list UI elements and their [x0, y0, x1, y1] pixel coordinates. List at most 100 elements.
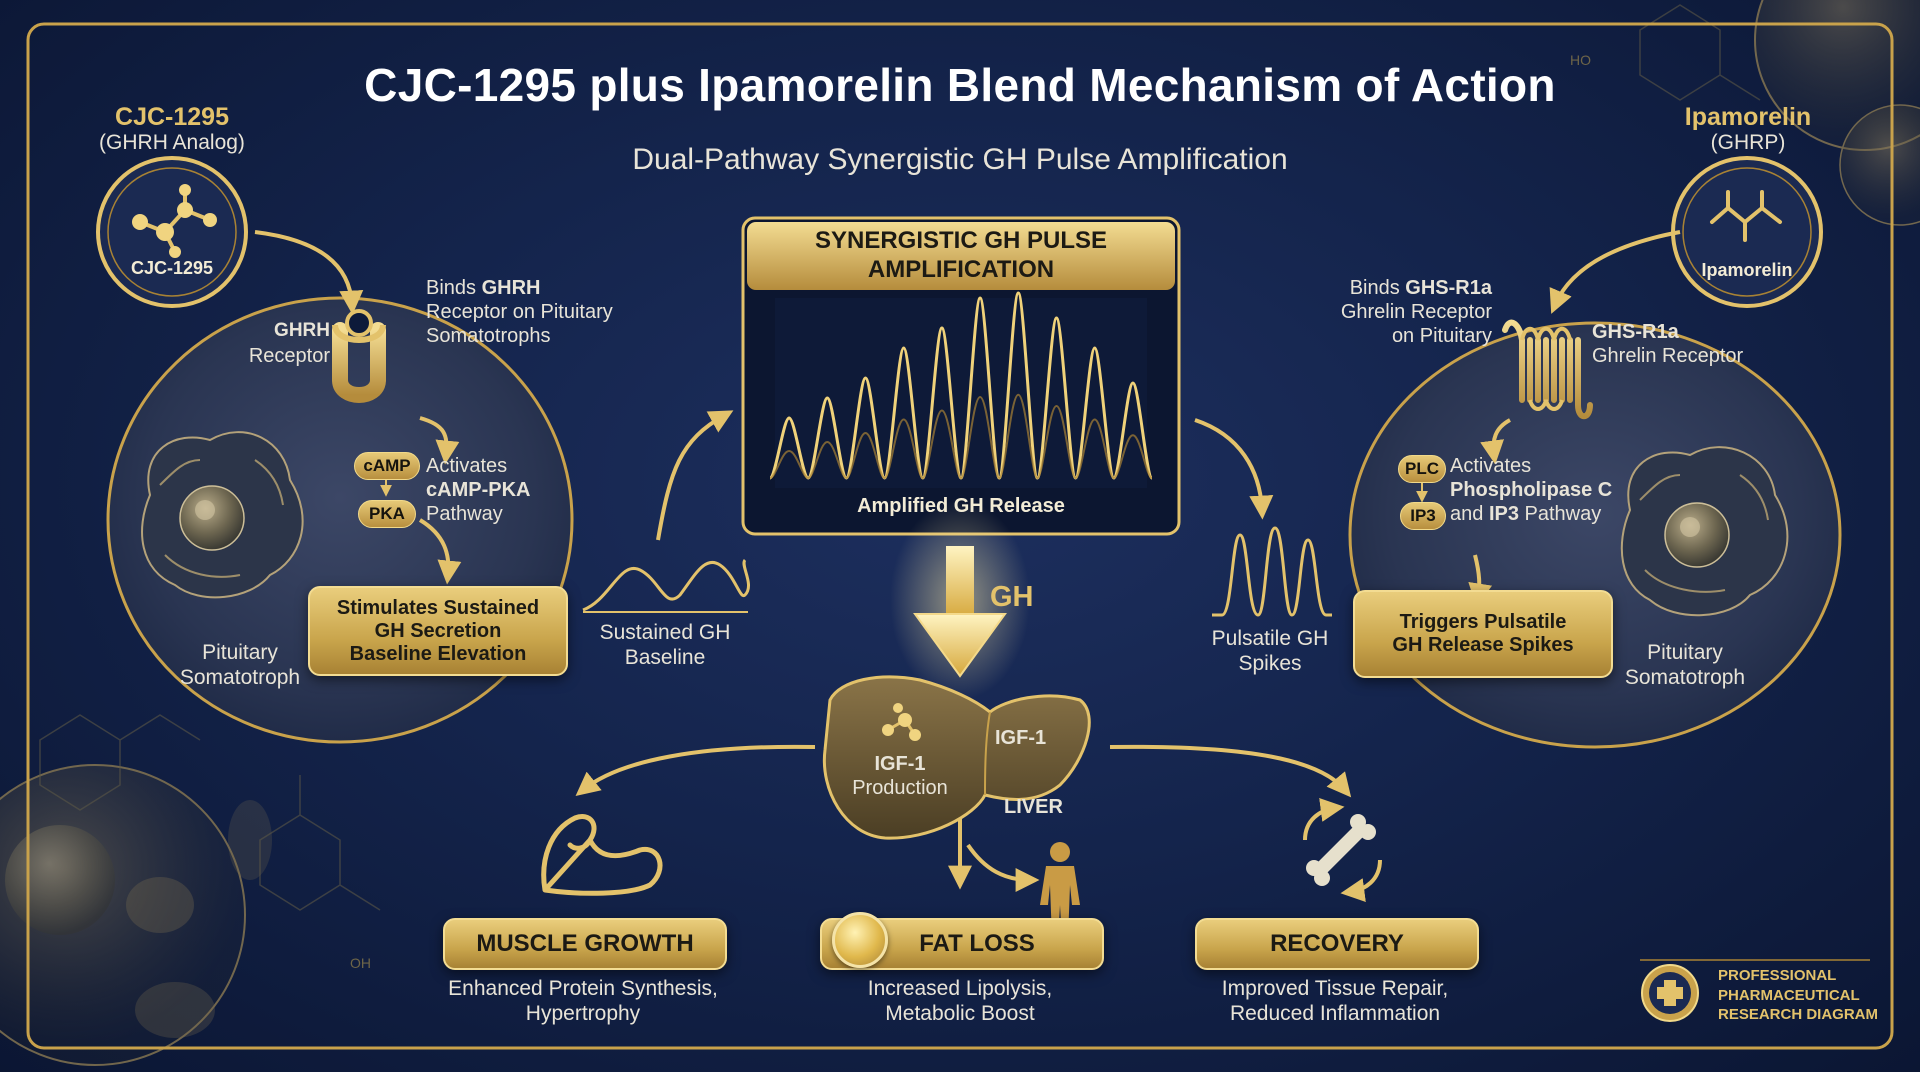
- ipamorelin-badge: Ipamorelin: [1701, 260, 1793, 280]
- ipamorelin-molecule-icon: [1671, 156, 1823, 308]
- seal-line1: PROFESSIONAL: [1718, 967, 1837, 984]
- ghs-r1a-rest: Ghrelin Receptor: [1592, 345, 1744, 367]
- flow-arrows: [254, 230, 1681, 892]
- fat-desc-line2: Metabolic Boost: [885, 1002, 1035, 1026]
- right-binds-line2: Ghrelin Receptor: [1340, 301, 1492, 323]
- ghrh-receptor-label: Receptor: [248, 345, 330, 367]
- amplified-gh-caption: Amplified GH Release: [857, 495, 1065, 517]
- right-cell-label-line2: Somatotroph: [1624, 666, 1746, 690]
- muscle-arm-icon: [541, 814, 663, 896]
- spikes-label-line1: Pulsatile GH: [1211, 627, 1329, 650]
- ghs-r1a-bold: GHS-R1a: [1592, 321, 1679, 343]
- decorative-cells-bottom-left: [0, 714, 381, 1066]
- left-binds-bold: GHRH: [481, 277, 541, 299]
- seal-line3: RESEARCH DIAGRAM: [1718, 1006, 1879, 1023]
- liver-label: LIVER: [1004, 796, 1063, 818]
- left-effect-line2: GH Secretion: [374, 619, 502, 642]
- right-effect-line2: GH Release Spikes: [1392, 634, 1574, 656]
- cjc-1295-class: (GHRH Analog): [99, 131, 245, 154]
- human-body-icon: [1040, 842, 1080, 940]
- gh-flow-arrow: [890, 500, 1030, 700]
- left-activates-text: Activates cAMP-PKA Pathway: [426, 454, 530, 526]
- right-pituitary-cell: [1348, 321, 1842, 749]
- gh-label: GH: [990, 581, 1034, 613]
- outer-frame: [26, 22, 1894, 1050]
- recovery-desc-line2: Reduced Inflammation: [1229, 1002, 1441, 1026]
- sustained-baseline-wave: [582, 558, 751, 612]
- left-binds-text: Binds GHRH Receptor on Pituitary Somatot…: [426, 276, 613, 348]
- fat-cell-icon: [832, 912, 888, 968]
- left-effect-box: Stimulates Sustained GH Secretion Baseli…: [308, 586, 568, 676]
- right-pathway-bold1: Phospholipase C: [1450, 479, 1613, 501]
- liver-icon: [822, 675, 1091, 840]
- sustained-label-line2: Baseline: [624, 646, 706, 670]
- left-pathway: Pathway: [426, 503, 503, 525]
- amplification-header-line2: AMPLIFICATION: [867, 256, 1055, 284]
- liver-igf-line2: Production: [852, 777, 948, 799]
- left-binds-prefix: Binds: [426, 277, 482, 299]
- ipamorelin-class: (GHRP): [1710, 131, 1786, 154]
- fat-loss-title: FAT LOSS: [919, 930, 1035, 958]
- pka-pill: PKA: [358, 500, 416, 528]
- ghs-r1a-receptor-label: GHS-R1a Ghrelin Receptor: [1592, 320, 1743, 368]
- deco-oh: OH: [350, 955, 371, 971]
- cjc-1295-badge: CJC-1295: [130, 258, 214, 278]
- spikes-label-line2: Spikes: [1238, 652, 1302, 676]
- ip3-pill: IP3: [1400, 502, 1446, 530]
- liver-igf-right: IGF-1: [995, 727, 1047, 749]
- deco-ho: HO: [1570, 52, 1591, 68]
- right-binds-prefix: Binds: [1349, 277, 1406, 299]
- camp-pill: cAMP: [354, 452, 420, 480]
- fat-desc-line1: Increased Lipolysis,: [867, 977, 1053, 1000]
- cjc-1295-name: CJC-1295: [115, 103, 229, 131]
- ipamorelin-name: Ipamorelin: [1684, 103, 1812, 131]
- pulsatile-spikes-wave: [1212, 526, 1332, 617]
- left-effect-line1: Stimulates Sustained: [336, 596, 540, 619]
- left-effect-line3: Baseline Elevation: [349, 642, 527, 665]
- right-pathway-rest: Pathway: [1518, 503, 1602, 525]
- left-binds-line3: Somatotrophs: [426, 325, 551, 347]
- right-pathway-bold2: IP3: [1488, 503, 1519, 525]
- decorative-cells-top-right: [1639, 0, 1920, 226]
- sustained-baseline-label: Sustained GH Baseline: [580, 620, 750, 670]
- recovery-desc: Improved Tissue Repair, Reduced Inflamma…: [1185, 976, 1485, 1026]
- recovery-desc-line1: Improved Tissue Repair,: [1221, 977, 1449, 1000]
- fat-loss-desc: Increased Lipolysis, Metabolic Boost: [810, 976, 1110, 1026]
- left-activates: Activates: [426, 455, 508, 477]
- left-cell-label: Pituitary Somatotroph: [160, 640, 320, 690]
- right-binds-bold: GHS-R1a: [1405, 277, 1492, 299]
- pulsatile-spikes-label: Pulsatile GH Spikes: [1195, 626, 1345, 676]
- amplification-panel: [741, 216, 1181, 536]
- page-subtitle: Dual-Pathway Synergistic GH Pulse Amplif…: [632, 143, 1288, 176]
- muscle-growth-box: MUSCLE GROWTH: [443, 918, 727, 970]
- bone-repair-icon: [1303, 798, 1382, 902]
- sustained-label-line1: Sustained GH: [599, 621, 731, 644]
- medical-cross-seal-icon: [1641, 964, 1699, 1022]
- amplification-header: SYNERGISTIC GH PULSE AMPLIFICATION: [747, 226, 1175, 285]
- muscle-desc-line1: Enhanced Protein Synthesis,: [448, 977, 718, 1000]
- right-binds-line3: on Pituitary: [1391, 325, 1492, 347]
- cjc-1295-molecule-icon: [96, 156, 248, 308]
- amplified-gh-wave-shadow: [769, 393, 1153, 480]
- muscle-desc-line2: Hypertrophy: [525, 1002, 641, 1026]
- left-binds-line2: Receptor on Pituitary: [426, 301, 613, 323]
- fat-loss-box: FAT LOSS: [820, 912, 1104, 970]
- left-cell-label-line2: Somatotroph: [179, 666, 301, 690]
- plc-pill: PLC: [1398, 455, 1446, 483]
- seal-text: PROFESSIONAL PHARMACEUTICAL RESEARCH DIA…: [1718, 966, 1878, 1025]
- right-cell-label-line1: Pituitary: [1647, 641, 1723, 664]
- ghs-r1a-receptor-icon: [1502, 319, 1593, 420]
- muscle-growth-desc: Enhanced Protein Synthesis, Hypertrophy: [433, 976, 733, 1026]
- right-activates-text: Activates Phospholipase C and IP3 Pathwa…: [1450, 454, 1612, 526]
- liver-igf-line1: IGF-1: [874, 753, 926, 775]
- right-effect-line1: Triggers Pulsatile: [1399, 611, 1567, 633]
- seal-line2: PHARMACEUTICAL: [1718, 986, 1860, 1004]
- right-binds-text: Binds GHS-R1a Ghrelin Receptor on Pituit…: [1290, 276, 1492, 348]
- left-pathway-bold: cAMP-PKA: [426, 479, 531, 501]
- liver-igf-label: IGF-1 Production: [840, 752, 960, 800]
- amplification-header-line1: SYNERGISTIC GH PULSE: [814, 227, 1108, 254]
- right-cell-label: Pituitary Somatotroph: [1610, 640, 1760, 690]
- ghrh-receptor-icon: [332, 309, 386, 403]
